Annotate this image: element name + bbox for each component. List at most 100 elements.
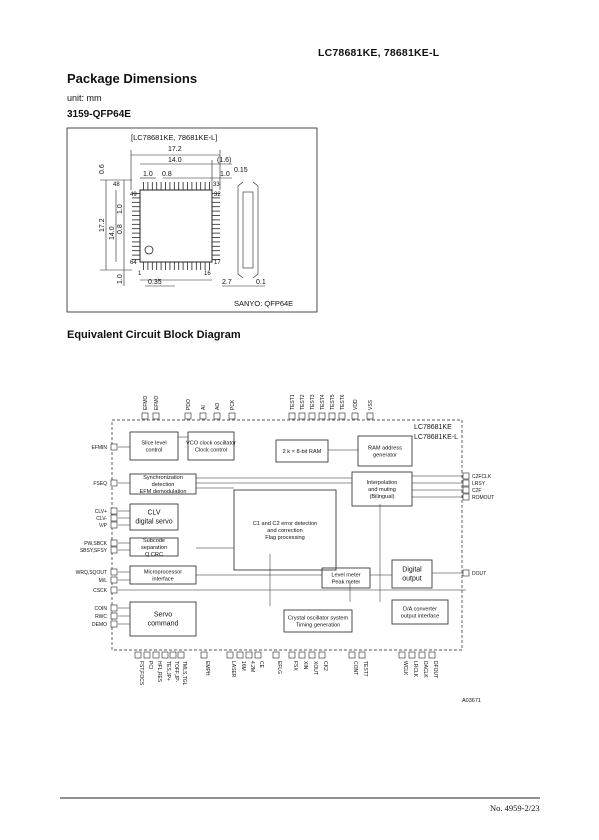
block-label-sync: Synchronization: [143, 475, 183, 481]
pin-top: [184, 412, 192, 420]
pin-right: [462, 493, 470, 501]
pin-left: [110, 568, 118, 576]
pin-top: [288, 412, 296, 420]
block-servo: [129, 601, 197, 637]
block-label-subcode: Q CRC: [145, 552, 163, 558]
drawing-title: [LC78681KE, 78681KE-L]: [131, 133, 217, 142]
block-label-c1c2: Flag processing: [265, 535, 305, 541]
dim-0-15: 0.15: [234, 167, 248, 174]
pin-top-label: TEST6: [340, 394, 346, 410]
signal-lines: [118, 436, 466, 625]
header-part-numbers: LC78681KE, 78681KE-L: [318, 47, 440, 59]
block-vco: [187, 431, 235, 461]
block-label-dac: D/A converter: [403, 607, 437, 613]
dim-14-0: 14.0: [168, 157, 182, 164]
block-sync: [129, 473, 197, 495]
vdim-17-2: 17.2: [99, 218, 106, 232]
dim-1-0b: 1.0: [220, 171, 230, 178]
pin-bottom-label: 16M: [240, 661, 246, 671]
pin-left: [110, 507, 118, 515]
pin-bottom-label: DFOUT: [432, 661, 438, 678]
pin-bottom-label: XIN: [302, 661, 308, 670]
pin-bottom-label: 4.2M: [249, 661, 255, 672]
dim-0-8: 0.8: [162, 171, 172, 178]
pin-bottom: [134, 651, 142, 659]
block-subcode: [129, 537, 179, 557]
footer-rule: [60, 797, 540, 799]
pin-left-label: EFMIN: [91, 445, 107, 451]
pin-top: [228, 412, 236, 420]
block-label-servo: Servo: [154, 612, 172, 619]
pin-top: [298, 412, 306, 420]
block-label-ramaddr: RAM address: [368, 446, 402, 452]
pin-bottom: [428, 651, 436, 659]
pin-bottom-label: FSX: [292, 661, 298, 671]
pin-33: 33: [213, 182, 220, 188]
dim-1-6: (1.6): [217, 157, 231, 164]
pin-bottom: [298, 651, 306, 659]
pin-top: [213, 412, 221, 420]
pin-bottom: [245, 651, 253, 659]
pin-bottom: [200, 651, 208, 659]
pin-bottom-label: CK2: [322, 661, 328, 671]
pin-bottom-label: FST,FOCS: [138, 661, 144, 686]
block-label-micro: interface: [152, 577, 173, 583]
pin-top: [366, 412, 374, 420]
pin-left-label: M/L: [99, 578, 108, 584]
pin-left: [110, 612, 118, 620]
drawing-number: A03671: [462, 698, 481, 704]
pin-left: [110, 576, 118, 584]
dim-2-7: 2.7: [222, 279, 232, 286]
pin-left-label: RWC: [95, 614, 107, 620]
pin-right-label: DOUT: [472, 571, 486, 577]
pin-32: 32: [214, 192, 221, 198]
block-label-clv: CLV: [147, 510, 160, 517]
pin-right-label: C2F: [472, 488, 481, 494]
pin-left-label: PW,SBCK: [84, 541, 107, 547]
block-label-sync: EFM demodulation: [140, 489, 187, 495]
pin-left-label: DEMO: [92, 622, 107, 628]
pin-left-label: FSEQ: [93, 481, 107, 487]
pin-left: [110, 620, 118, 628]
block-label-digout: output: [402, 576, 422, 583]
pin-bottom: [254, 651, 262, 659]
pin-left: [110, 479, 118, 487]
block-label-servo: command: [148, 621, 179, 628]
block-label-digout: Digital: [402, 567, 422, 574]
pin-left-label: V/P: [99, 523, 108, 529]
block-label-slice: control: [146, 448, 163, 454]
pin-right: [462, 472, 470, 480]
block-interp: [351, 471, 413, 507]
block-label-level: Level meter: [331, 573, 360, 579]
pin-bottom-label: WCLK: [402, 661, 408, 676]
pin-left-label: SBSY,SFSY: [80, 548, 108, 554]
pin-bottom: [348, 651, 356, 659]
block-digout: [391, 559, 433, 589]
vdim-1-0b: 1.0: [117, 274, 124, 284]
pin-bottom-label: CONT: [352, 661, 358, 675]
pin-top-label: PDO: [186, 399, 192, 410]
pin-bottom: [169, 651, 177, 659]
pin-top-label: AO: [215, 403, 221, 410]
pin-bottom: [272, 651, 280, 659]
block-label-clv: digital servo: [135, 519, 172, 526]
block-label-vco: Clock control: [195, 448, 227, 454]
pin-left-label: CLV+: [95, 509, 107, 515]
pin-bottom: [358, 651, 366, 659]
pin-left: [110, 604, 118, 612]
block-label-xtal: Timing generation: [296, 623, 341, 629]
block-label-slice: Slice level: [141, 441, 166, 447]
pin-top: [141, 412, 149, 420]
pin-bottom: [408, 651, 416, 659]
block-label-subcode: Subcode: [143, 538, 165, 544]
block-label-c1c2: and correction: [267, 528, 302, 534]
pin-left-label: WRQ,SQOUT: [76, 570, 107, 576]
block-label-vco: VCO clock oscillator: [186, 441, 236, 447]
pin-top: [328, 412, 336, 420]
package-drawing: [LC78681KE, 78681KE-L] SANYO: QFP64E 17.…: [66, 127, 318, 313]
block-label-ramaddr: generator: [373, 453, 397, 459]
vdim-14-0: 14.0: [109, 226, 116, 240]
block-label-micro: Microprocessor: [144, 570, 182, 576]
pin-1: 1: [138, 271, 142, 277]
pin-top-label: TEST5: [330, 394, 336, 410]
